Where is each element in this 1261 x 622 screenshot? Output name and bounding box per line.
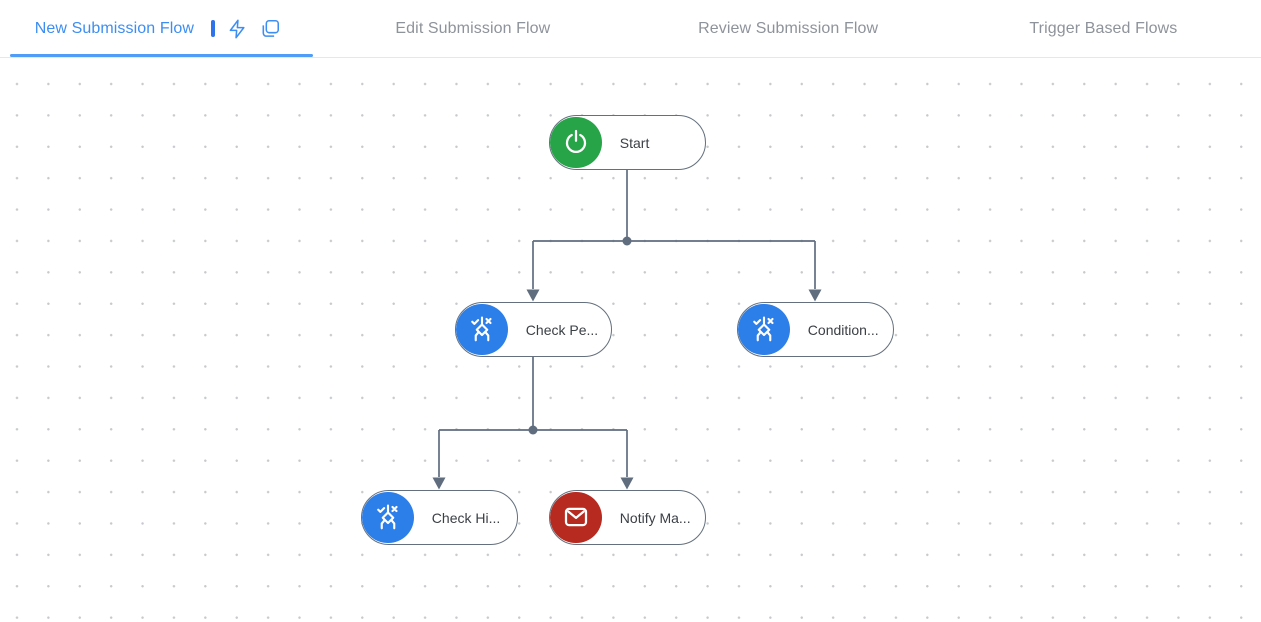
node-label: Notify Ma... bbox=[619, 509, 691, 526]
decision-icon bbox=[456, 303, 508, 356]
active-tab-underline bbox=[10, 54, 314, 57]
tab-review-submission-flow[interactable]: Review Submission Flow bbox=[631, 0, 946, 57]
lightning-icon[interactable] bbox=[226, 18, 248, 40]
arrowhead-notify-ma bbox=[620, 477, 634, 490]
arrowhead-check-pe bbox=[526, 289, 540, 302]
node-condition[interactable]: Condition... bbox=[737, 302, 894, 357]
separator-bar bbox=[211, 20, 215, 37]
junction-dot-2 bbox=[528, 425, 538, 435]
decision-icon bbox=[738, 303, 790, 356]
flow-edges bbox=[432, 170, 822, 490]
node-notify-ma[interactable]: Notify Ma... bbox=[549, 490, 706, 545]
tab-label: Edit Submission Flow bbox=[395, 19, 551, 37]
node-label: Check Hi... bbox=[431, 509, 501, 526]
node-label: Condition... bbox=[807, 321, 879, 338]
tab-trigger-based-flows[interactable]: Trigger Based Flows bbox=[946, 0, 1261, 57]
node-check-hi[interactable]: Check Hi... bbox=[361, 490, 518, 545]
copy-icon[interactable] bbox=[259, 18, 281, 40]
node-label: Check Pe... bbox=[525, 321, 599, 338]
node-label: Start bbox=[619, 134, 650, 151]
tab-new-submission-flow[interactable]: New Submission Flow bbox=[0, 0, 315, 57]
arrowhead-condition bbox=[808, 289, 822, 302]
junction-dot-1 bbox=[622, 236, 632, 246]
arrowhead-check-hi bbox=[432, 477, 446, 490]
tab-bar: New Submission Flow Edit Submission Flow… bbox=[0, 0, 1261, 58]
flow-canvas[interactable]: Start Check Pe... bbox=[0, 58, 1261, 622]
power-icon bbox=[550, 116, 602, 169]
tab-label: New Submission Flow bbox=[34, 19, 195, 37]
node-check-pe[interactable]: Check Pe... bbox=[455, 302, 612, 357]
decision-icon bbox=[362, 491, 414, 544]
node-start[interactable]: Start bbox=[549, 115, 706, 170]
tab-edit-submission-flow[interactable]: Edit Submission Flow bbox=[315, 0, 630, 57]
tab-label: Review Submission Flow bbox=[698, 19, 879, 37]
mail-icon bbox=[550, 491, 602, 544]
tab-label: Trigger Based Flows bbox=[1029, 19, 1178, 37]
